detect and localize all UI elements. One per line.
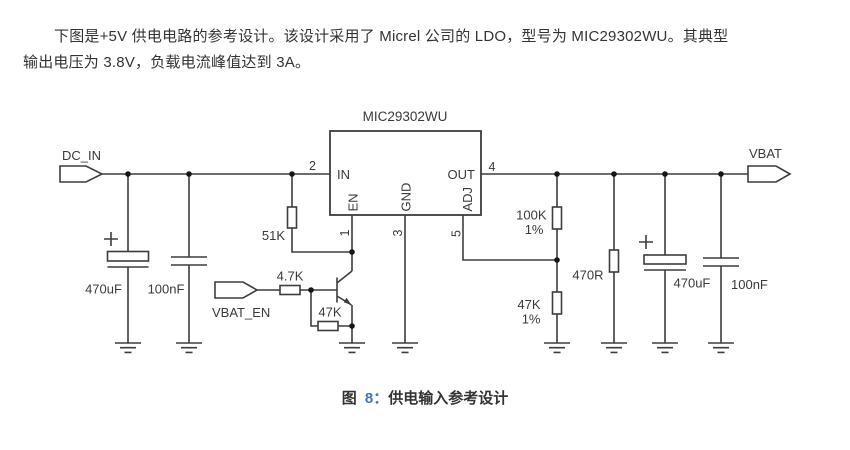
input-bulk-capacitor: 470uF bbox=[85, 174, 150, 354]
ic-pin-en-label: EN bbox=[346, 193, 361, 211]
output-bulk-capacitor: 470uF bbox=[639, 174, 711, 354]
ic-pin-adj-number: 5 bbox=[450, 230, 464, 237]
ground-icon bbox=[114, 342, 142, 354]
ground-icon bbox=[707, 342, 735, 354]
ic-pin-gnd-label: GND bbox=[399, 183, 414, 212]
intro-line-2: 输出电压为 3.8V，负载电流峰值达到 3A。 bbox=[23, 54, 311, 71]
adj-bottom-resistor-value: 47K bbox=[517, 297, 540, 312]
ic-pin-out-label: OUT bbox=[448, 167, 476, 182]
emitter-arrow-icon bbox=[343, 297, 352, 305]
output-resistor-value: 470R bbox=[572, 268, 603, 283]
base-resistor-value: 4.7K bbox=[277, 269, 304, 284]
junction-dots bbox=[125, 171, 724, 329]
ic-pin-in-label: IN bbox=[337, 167, 350, 182]
adj-divider-top-resistor: 100K 1% bbox=[516, 174, 563, 260]
vbat-label: VBAT bbox=[749, 146, 782, 161]
figure-caption-title: 供电输入参考设计 bbox=[388, 390, 509, 407]
base-pulldown-resistor-value: 47K bbox=[318, 305, 341, 320]
en-pullup-resistor-value: 51K bbox=[262, 228, 285, 243]
base-pulldown-resistor: 47K bbox=[310, 290, 352, 332]
output-bulk-cap-value: 470uF bbox=[674, 276, 711, 291]
vbat-connector-shape bbox=[747, 165, 792, 183]
ground-icon bbox=[651, 342, 679, 354]
output-bypass-cap-value: 100nF bbox=[731, 277, 768, 292]
ic-pin-gnd-number: 3 bbox=[391, 230, 405, 237]
input-bypass-capacitor: 100nF bbox=[148, 174, 207, 354]
adj-top-resistor-tolerance: 1% bbox=[525, 222, 544, 237]
ic-pin-in-number: 2 bbox=[309, 159, 316, 173]
ic-pin-adj-label: ADJ bbox=[460, 187, 475, 212]
intro-paragraph: 下图是+5V 供电电路的参考设计。该设计采用了 Micrel 公司的 LDO，型… bbox=[23, 24, 823, 76]
ic-pin-en-number: 1 bbox=[338, 230, 352, 237]
enable-transistor bbox=[311, 270, 366, 354]
dc-in-label: DC_IN bbox=[62, 148, 101, 163]
intro-line-1: 下图是+5V 供电电路的参考设计。该设计采用了 Micrel 公司的 LDO，型… bbox=[54, 28, 729, 45]
output-bypass-capacitor: 100nF bbox=[703, 174, 768, 354]
ground-icon bbox=[600, 342, 628, 354]
ground-icon bbox=[175, 342, 203, 354]
ground-icon bbox=[338, 342, 366, 354]
ground-icon bbox=[391, 342, 419, 354]
figure-caption: 图 8：供电输入参考设计 bbox=[0, 387, 850, 408]
dc-in-connector: DC_IN bbox=[59, 148, 104, 183]
adj-divider-bottom-resistor: 47K 1% bbox=[517, 260, 571, 354]
plus-polarity-icon bbox=[639, 235, 653, 249]
input-bulk-cap-value: 470uF bbox=[85, 282, 122, 297]
vbat-en-connector: VBAT_EN bbox=[212, 281, 270, 320]
output-load-resistor: 470R bbox=[572, 174, 628, 354]
vbat-en-label: VBAT_EN bbox=[212, 305, 270, 320]
ldo-ic: MIC29302WU IN OUT 2 4 EN GND ADJ 1 3 5 bbox=[309, 109, 495, 237]
figure-caption-number: 8： bbox=[364, 390, 389, 407]
adj-bottom-resistor-tolerance: 1% bbox=[522, 312, 541, 327]
figure-caption-prefix: 图 bbox=[341, 390, 357, 407]
adj-pin-wire bbox=[462, 215, 557, 261]
vbat-en-connector-shape bbox=[214, 281, 259, 299]
en-pullup-resistor: 51K bbox=[262, 174, 352, 253]
ic-pin-out-number: 4 bbox=[489, 160, 496, 174]
dc-in-connector-shape bbox=[59, 165, 104, 183]
ground-icon bbox=[543, 342, 571, 354]
gnd-pin-wire bbox=[391, 215, 419, 354]
adj-top-resistor-value: 100K bbox=[516, 208, 547, 223]
vbat-connector: VBAT bbox=[747, 146, 792, 183]
input-bypass-cap-value: 100nF bbox=[148, 282, 185, 297]
ic-name: MIC29302WU bbox=[363, 109, 448, 124]
plus-polarity-icon bbox=[104, 232, 118, 246]
base-resistor: 4.7K bbox=[257, 269, 311, 296]
